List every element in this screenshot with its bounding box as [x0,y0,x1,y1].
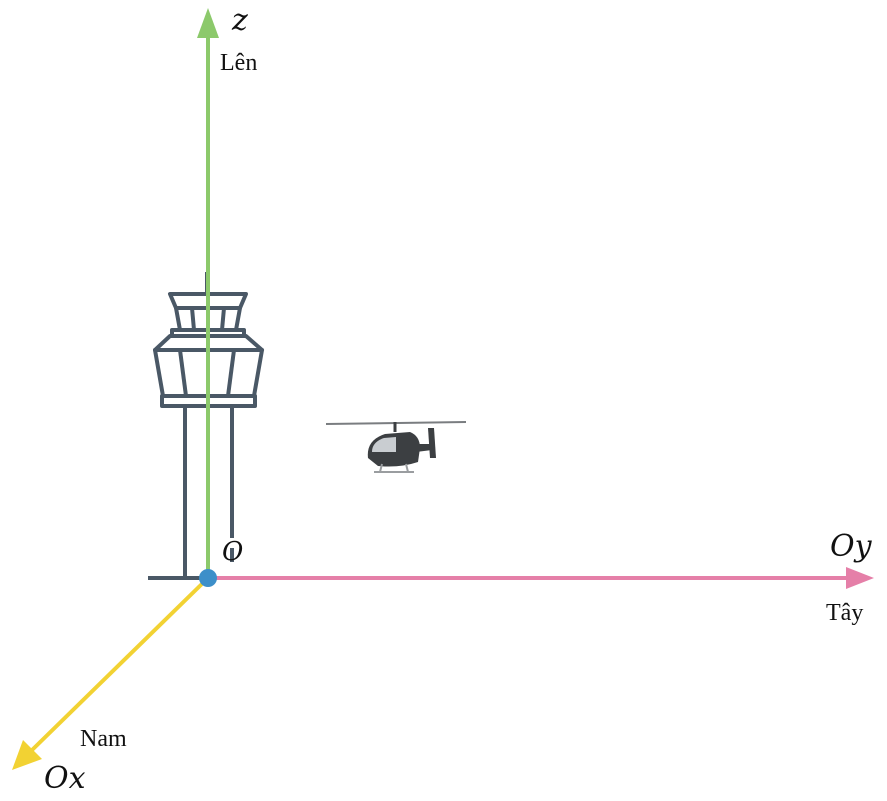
origin-point [199,569,217,587]
y-axis-label: Oy [830,529,873,564]
y-direction-label: Tây [826,600,863,626]
z-direction-label: Lên [220,50,257,76]
x-axis [12,576,210,770]
x-axis-label: Ox [44,761,86,796]
helicopter-icon [325,421,467,473]
origin-label: O [222,537,243,567]
y-axis [208,567,874,589]
z-axis-label: z [231,3,248,38]
z-axis [197,8,219,578]
x-direction-label: Nam [80,726,127,752]
